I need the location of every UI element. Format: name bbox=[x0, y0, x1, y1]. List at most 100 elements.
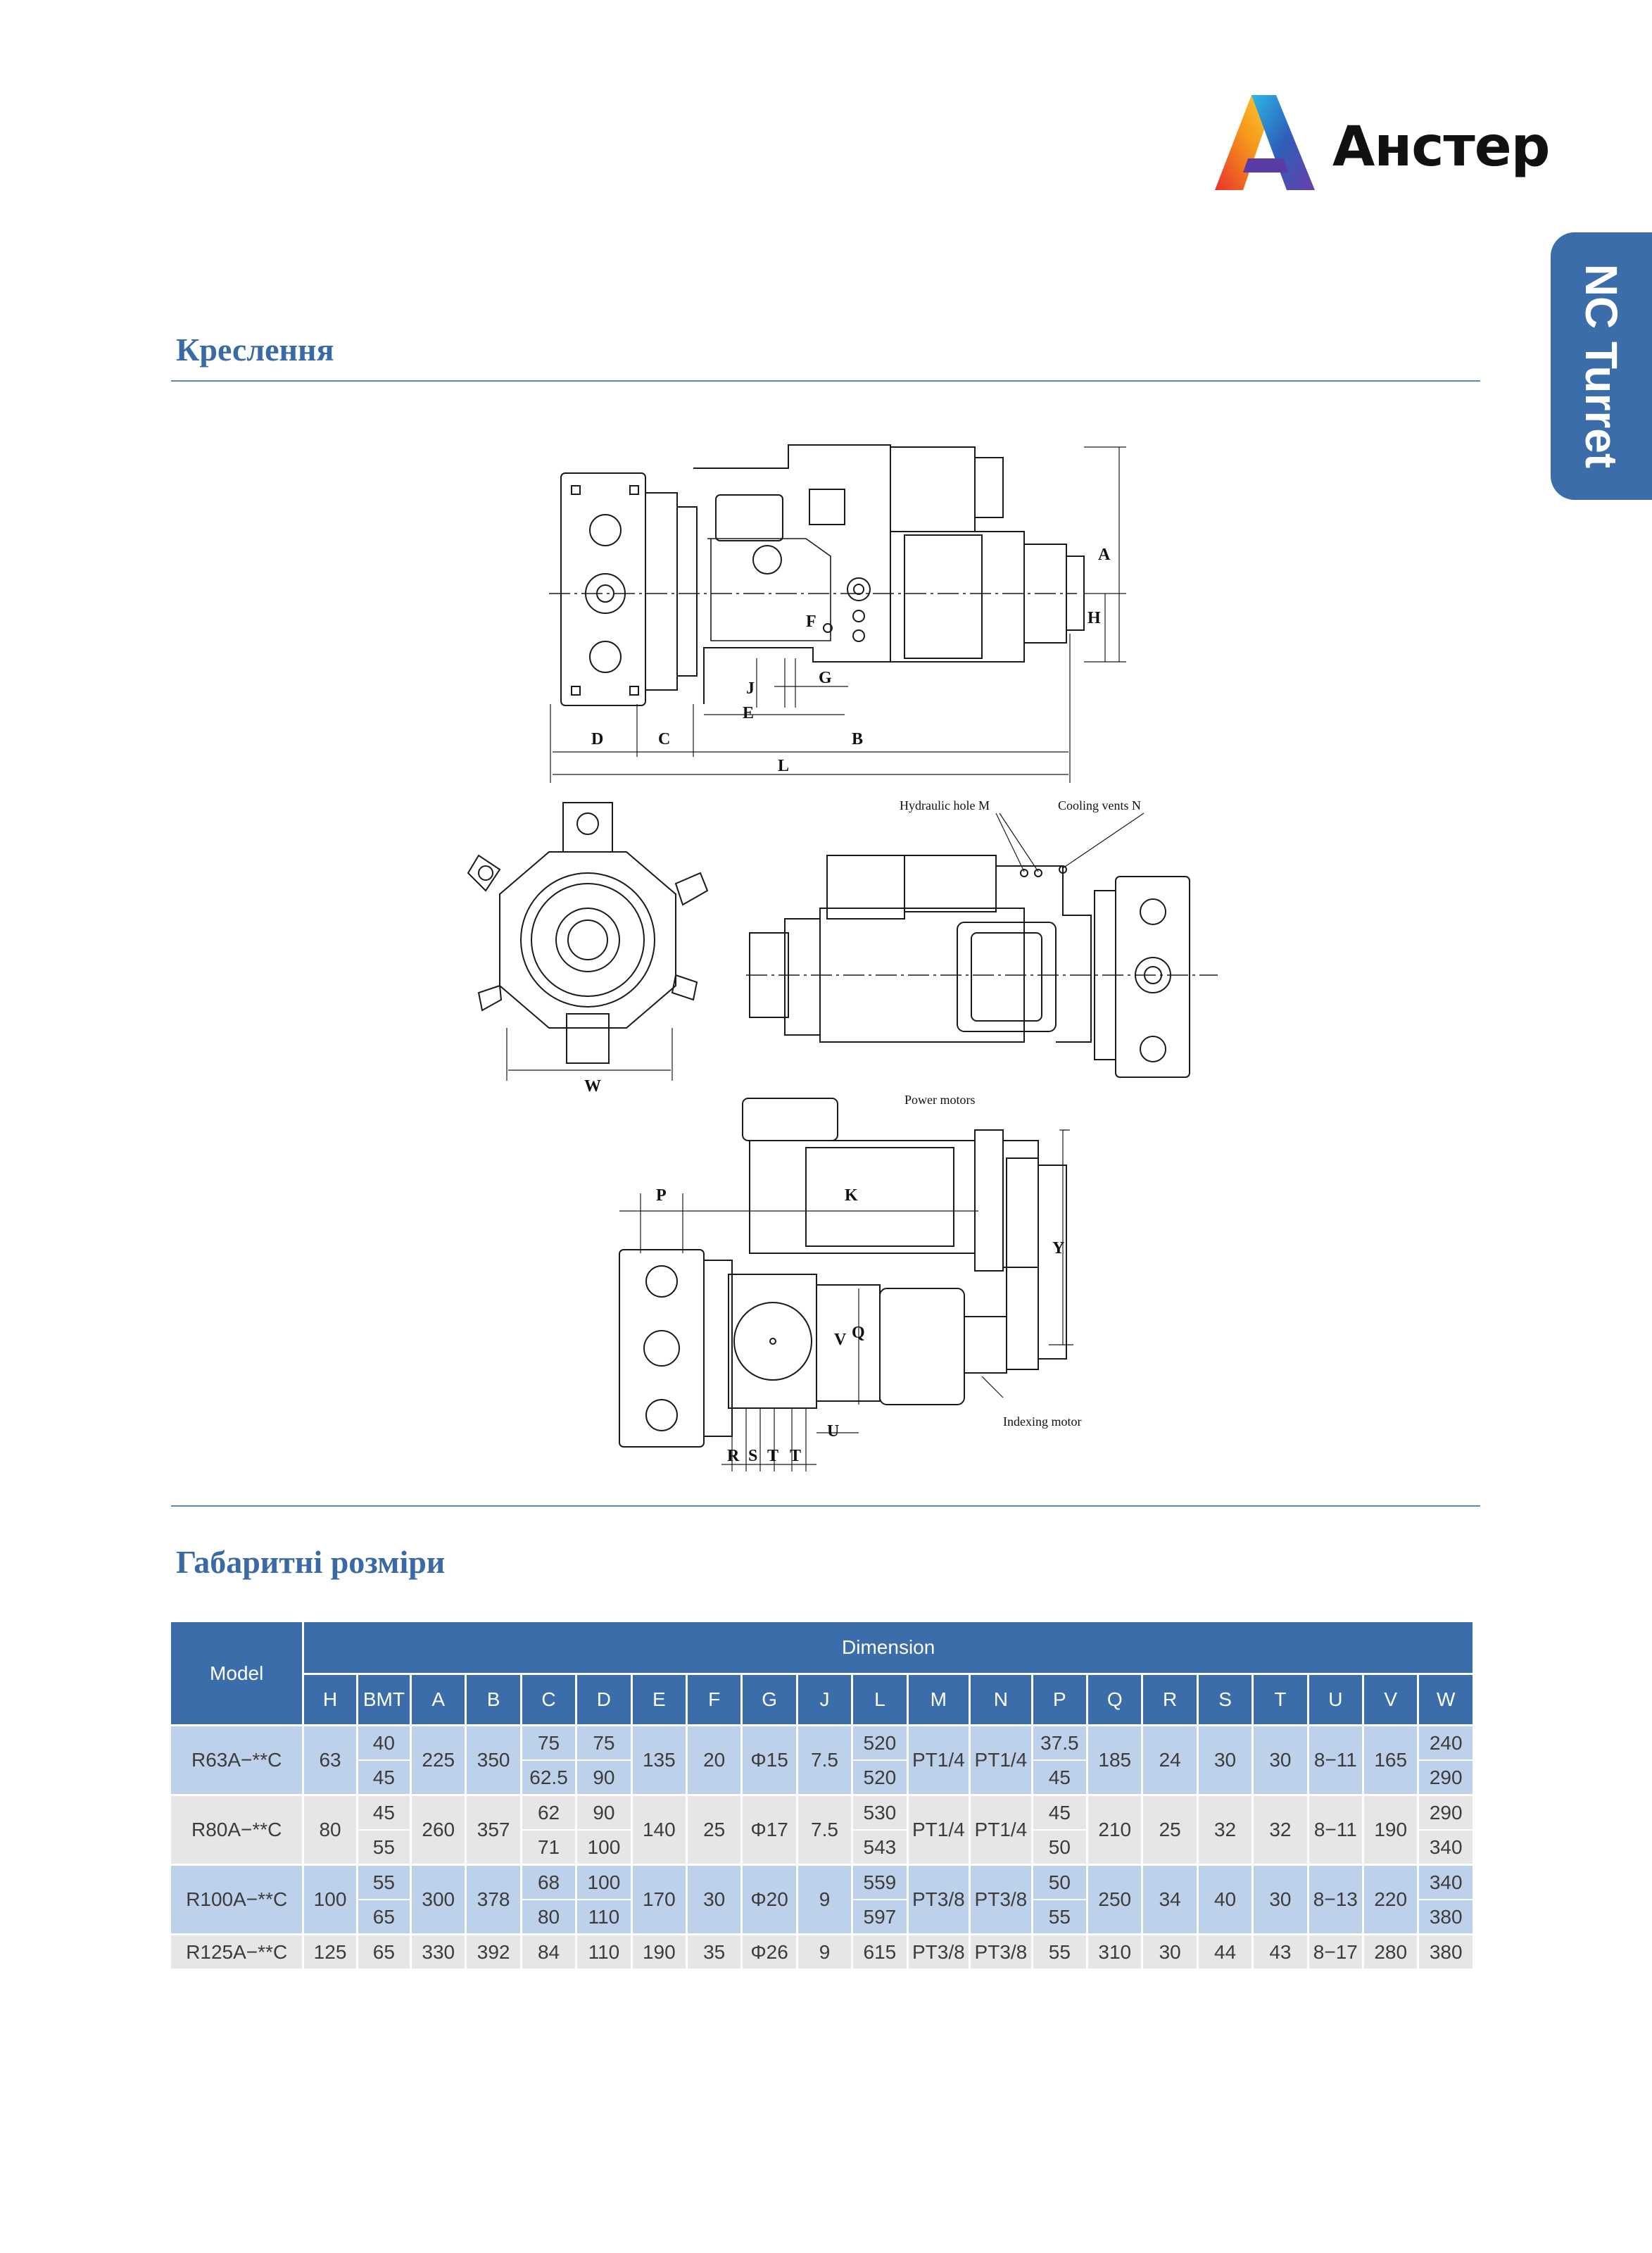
cell-bmt: 55 bbox=[358, 1831, 412, 1866]
cell-r: 24 bbox=[1143, 1726, 1199, 1796]
cell-j: 7.5 bbox=[797, 1796, 854, 1866]
cell-bmt: 65 bbox=[358, 1900, 412, 1935]
cell-h: 100 bbox=[304, 1866, 358, 1935]
cell-l: 520 bbox=[853, 1761, 909, 1796]
cell-r: 34 bbox=[1143, 1866, 1199, 1935]
cell-r: 25 bbox=[1143, 1796, 1199, 1866]
header-col-d: D bbox=[577, 1675, 633, 1726]
cell-f: 20 bbox=[688, 1726, 743, 1796]
cell-v: 190 bbox=[1364, 1796, 1420, 1866]
cell-e: 140 bbox=[632, 1796, 688, 1866]
cell-v: 280 bbox=[1364, 1935, 1420, 1971]
header-col-u: U bbox=[1309, 1675, 1365, 1726]
drawing-front-view bbox=[467, 802, 709, 1081]
cell-l: 559 bbox=[853, 1866, 909, 1900]
header-col-t: T bbox=[1254, 1675, 1309, 1726]
header-col-s: S bbox=[1198, 1675, 1254, 1726]
cell-n: PT3/8 bbox=[971, 1935, 1033, 1971]
cell-b: 378 bbox=[467, 1866, 522, 1935]
cell-v: 220 bbox=[1364, 1866, 1420, 1935]
cell-c: 68 bbox=[522, 1866, 578, 1900]
cell-a: 300 bbox=[412, 1866, 467, 1935]
cell-c: 75 bbox=[522, 1726, 578, 1761]
header-col-w: W bbox=[1419, 1675, 1475, 1726]
cell-g: Φ17 bbox=[743, 1796, 798, 1866]
section-side-tab: NC Turret bbox=[1551, 232, 1652, 500]
header-col-f: F bbox=[688, 1675, 743, 1726]
cell-bmt: 55 bbox=[358, 1866, 412, 1900]
brand-logo: Анстер bbox=[1209, 92, 1550, 197]
cell-a: 260 bbox=[412, 1796, 467, 1866]
cell-w: 380 bbox=[1419, 1935, 1475, 1971]
cell-v: 165 bbox=[1364, 1726, 1420, 1796]
cell-q: 310 bbox=[1088, 1935, 1144, 1971]
dim-label-h: H bbox=[1087, 609, 1101, 627]
cell-b: 357 bbox=[467, 1796, 522, 1866]
cell-d: 110 bbox=[577, 1900, 633, 1935]
cell-g: Φ15 bbox=[743, 1726, 798, 1796]
cell-l: 615 bbox=[853, 1935, 909, 1971]
header-dimension-group: Dimension bbox=[304, 1622, 1475, 1675]
header-col-g: G bbox=[743, 1675, 798, 1726]
cell-l: 597 bbox=[853, 1900, 909, 1935]
dim-label-r: R bbox=[727, 1447, 740, 1465]
drawing-top-view bbox=[619, 1098, 1073, 1471]
cell-m: PT3/8 bbox=[908, 1935, 971, 1971]
dim-label-s: S bbox=[748, 1447, 757, 1465]
cell-r: 30 bbox=[1143, 1935, 1199, 1971]
dim-label-f: F bbox=[806, 613, 816, 631]
cell-d: 90 bbox=[577, 1761, 633, 1796]
brand-name: Анстер bbox=[1332, 115, 1550, 179]
header-col-r: R bbox=[1143, 1675, 1199, 1726]
cell-q: 250 bbox=[1088, 1866, 1144, 1935]
dim-label-b: B bbox=[852, 730, 863, 748]
cell-t: 32 bbox=[1254, 1796, 1309, 1866]
cell-t: 30 bbox=[1254, 1866, 1309, 1935]
cell-p: 50 bbox=[1033, 1831, 1089, 1866]
drawing-section-rule bbox=[171, 380, 1480, 382]
cell-model: R63A−**C bbox=[171, 1726, 305, 1796]
label-cooling-vents: Cooling vents N bbox=[1058, 798, 1141, 812]
cell-q: 185 bbox=[1088, 1726, 1144, 1796]
technical-drawing: D C E B L J G F A H W bbox=[467, 444, 1218, 1471]
cell-g: Φ26 bbox=[743, 1935, 798, 1971]
cell-m: PT1/4 bbox=[908, 1726, 971, 1796]
cell-h: 63 bbox=[304, 1726, 358, 1796]
cell-w: 340 bbox=[1419, 1831, 1475, 1866]
cell-d: 90 bbox=[577, 1796, 633, 1831]
cell-s: 44 bbox=[1198, 1935, 1254, 1971]
drawing-section-title: Креслення bbox=[176, 332, 334, 368]
cell-b: 350 bbox=[467, 1726, 522, 1796]
dim-label-w: W bbox=[584, 1077, 601, 1096]
dimensions-section-title: Габаритні розміри bbox=[176, 1544, 446, 1580]
cell-p: 50 bbox=[1033, 1866, 1089, 1900]
header-col-b: B bbox=[467, 1675, 522, 1726]
cell-b: 392 bbox=[467, 1935, 522, 1971]
drawing-side-view bbox=[549, 444, 1126, 783]
cell-s: 32 bbox=[1198, 1796, 1254, 1866]
cell-p: 45 bbox=[1033, 1761, 1089, 1796]
cell-a: 330 bbox=[412, 1935, 467, 1971]
dim-label-y: Y bbox=[1052, 1239, 1064, 1257]
cell-n: PT3/8 bbox=[971, 1866, 1033, 1935]
dim-label-k: K bbox=[845, 1186, 858, 1205]
cell-q: 210 bbox=[1088, 1796, 1144, 1866]
header-col-n: N bbox=[971, 1675, 1033, 1726]
cell-u: 8−17 bbox=[1309, 1935, 1365, 1971]
dim-label-c: C bbox=[658, 730, 670, 748]
cell-w: 380 bbox=[1419, 1900, 1475, 1935]
dimensions-section-rule bbox=[171, 1505, 1480, 1507]
cell-m: PT3/8 bbox=[908, 1866, 971, 1935]
cell-t: 30 bbox=[1254, 1726, 1309, 1796]
dim-label-u: U bbox=[827, 1422, 839, 1441]
header-col-m: M bbox=[908, 1675, 971, 1726]
cell-e: 135 bbox=[632, 1726, 688, 1796]
